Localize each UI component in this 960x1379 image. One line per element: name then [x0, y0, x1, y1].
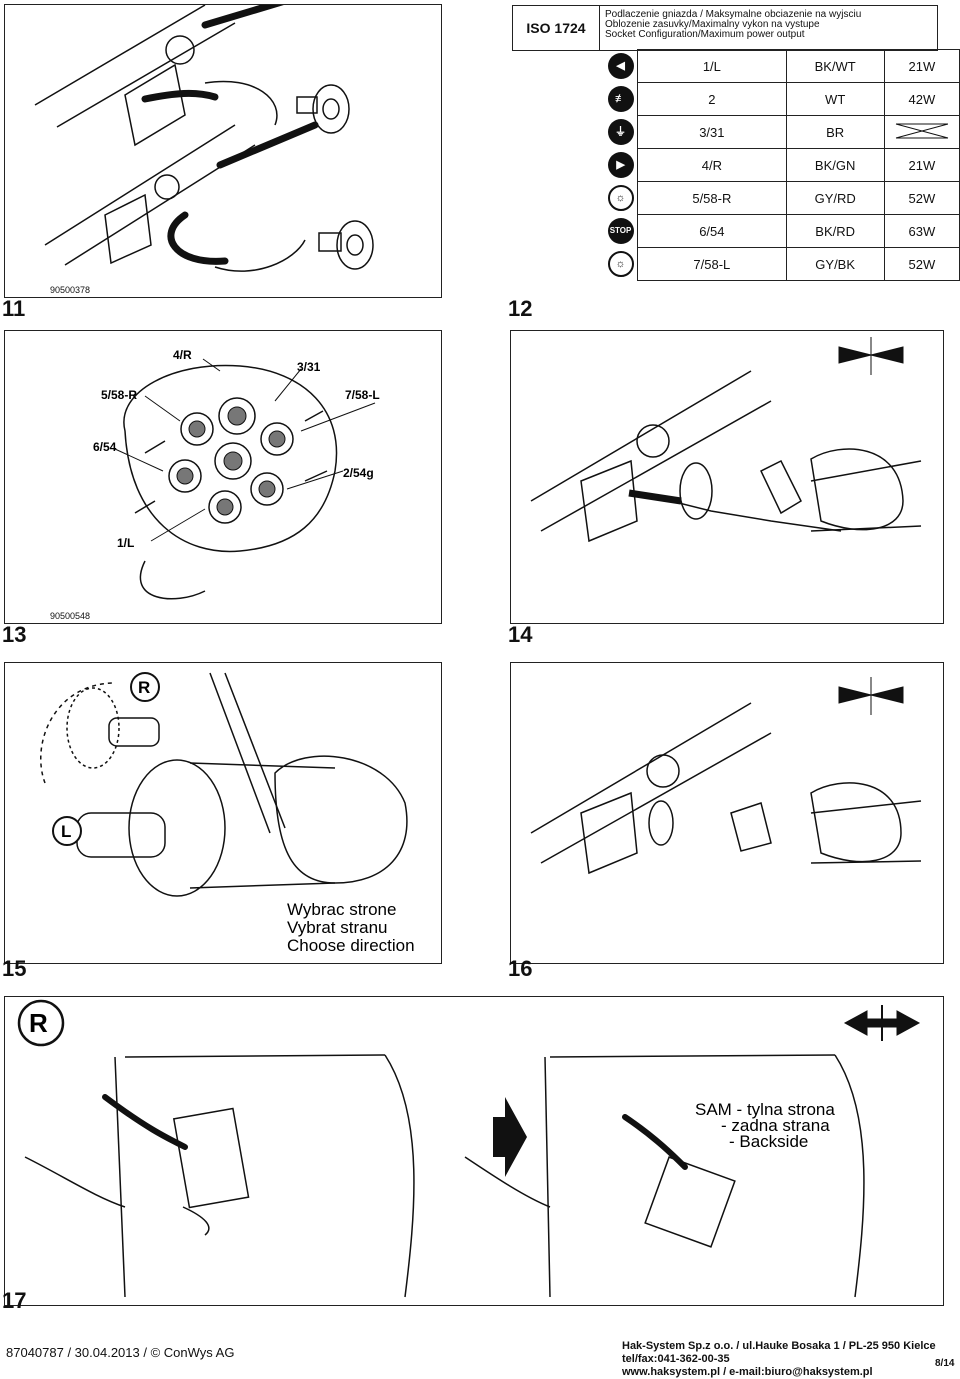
tail-light-left-icon: ☼ [607, 251, 634, 277]
step-number-16: 16 [508, 956, 533, 981]
pin-label-654: 6/54 [93, 440, 117, 454]
table-title-line: Oblozenie zasuvky/Maximalny vykon na vys… [605, 19, 820, 30]
pin-cell: 5/58-R [637, 181, 787, 215]
pin-cell: 4/R [637, 148, 787, 182]
iso-standard-label: ISO 1724 [513, 6, 600, 50]
power-cell: 52W [883, 247, 960, 281]
step-number-14: 14 [508, 622, 533, 647]
pin-label-331: 3/31 [297, 360, 321, 374]
adjust-arrows-icon [843, 1005, 921, 1041]
pin-label-758l: 7/58-L [345, 388, 380, 402]
panel-13: 4/R 3/31 5/58-R 7/58-L 6/54 2/54g 1/L [4, 330, 442, 624]
panel-14 [510, 330, 944, 624]
part-code-11: 90500378 [50, 285, 91, 295]
panel-15: R L Wybrac strone Vybrat stranu Choose d… [4, 662, 442, 964]
panel-17: R SAM - tylna strona - zadna strana - Ba… [4, 996, 944, 1306]
table-row: ◀ 1/L BK/WT 21W [604, 49, 960, 83]
part-code-13: 90500548 [50, 611, 91, 621]
company-web: www.haksystem.pl / e-mail:biuro@haksyste… [622, 1366, 873, 1378]
pin-label-1l: 1/L [117, 536, 134, 550]
power-cell: 63W [883, 214, 960, 248]
page-number: 8/14 [935, 1358, 955, 1369]
table-title-line: Podlaczenie gniazda / Maksymalne obciaze… [605, 9, 862, 20]
table-row: ⏚ 3/31 BR [604, 115, 960, 149]
pin-label-4r: 4/R [173, 348, 192, 362]
wire-color-cell: GY/BK [785, 247, 885, 281]
pin-label-254g: 2/54g [343, 466, 374, 480]
document-reference: 87040787 / 30.04.2013 / © ConWys AG [6, 1345, 235, 1360]
pin-cell: 6/54 [637, 214, 787, 248]
panel-11-illustration [34, 5, 374, 272]
wire-color-cell: BK/WT [785, 49, 885, 83]
power-cell-crossed [883, 115, 960, 149]
fog-light-icon: ≢ [607, 86, 634, 112]
step-number-15: 15 [2, 956, 27, 981]
left-turn-icon: ◀ [607, 53, 634, 79]
panel-14-illustration [530, 337, 922, 543]
table-row: ☼ 7/58-L GY/BK 52W [604, 247, 960, 281]
wire-color-cell: BR [785, 115, 885, 149]
panel-15-illustration: R L Wybrac strone Vybrat stranu Choose d… [40, 672, 415, 955]
ground-icon: ⏚ [607, 119, 634, 145]
table-row: STOP 6/54 BK/RD 63W [604, 214, 960, 248]
panel-16-illustration [530, 677, 922, 875]
pin-cell: 2 [637, 82, 787, 116]
company-address: Hak-System Sp.z o.o. / ul.Hauke Bosaka 1… [622, 1340, 936, 1352]
step-number-17: 17 [2, 1288, 27, 1313]
company-phone: tel/fax:041-362-00-35 [622, 1353, 730, 1365]
right-side-badge: R [29, 1008, 48, 1038]
next-step-arrow-icon [493, 1097, 527, 1177]
company-contact: Hak-System Sp.z o.o. / ul.Hauke Bosaka 1… [622, 1340, 936, 1379]
step-number-12: 12 [508, 296, 533, 321]
power-cell: 52W [883, 181, 960, 215]
wire-color-cell: GY/RD [785, 181, 885, 215]
table-row: ▶ 4/R BK/GN 21W [604, 148, 960, 182]
table-row: ☼ 5/58-R GY/RD 52W [604, 181, 960, 215]
right-side-badge: R [138, 678, 150, 697]
caption-line: - zadna strana [721, 1116, 830, 1135]
table-title: Podlaczenie gniazda / Maksymalne obciaze… [605, 10, 861, 40]
caption-line: SAM - tylna strona [695, 1100, 835, 1119]
press-fit-icon [838, 677, 904, 715]
table-title-line: Socket Configuration/Maximum power outpu… [605, 29, 805, 40]
right-turn-icon: ▶ [607, 152, 634, 178]
power-cell: 21W [883, 49, 960, 83]
pin-cell: 1/L [637, 49, 787, 83]
not-applicable-cross-icon [895, 123, 948, 138]
tail-light-right-icon: ☼ [607, 185, 634, 211]
caption-line: Vybrat stranu [287, 918, 387, 937]
socket-pinout-table: ◀ 1/L BK/WT 21W ≢ 2 WT 42W ⏚ 3/31 BR ▶ 4… [604, 49, 960, 281]
wire-color-cell: BK/RD [785, 214, 885, 248]
caption-line: - Backside [729, 1132, 808, 1151]
socket-pin-diagram: 4/R 3/31 5/58-R 7/58-L 6/54 2/54g 1/L [93, 348, 380, 600]
step-number-11: 11 [2, 296, 26, 321]
panel-16 [510, 662, 944, 964]
caption-line: Choose direction [287, 936, 415, 955]
pin-cell: 7/58-L [637, 247, 787, 281]
press-fit-icon [838, 337, 904, 375]
step-number-13: 13 [2, 622, 27, 647]
pin-cell: 3/31 [637, 115, 787, 149]
caption-line: Wybrac strone [287, 900, 396, 919]
power-cell: 42W [883, 82, 960, 116]
table-row: ≢ 2 WT 42W [604, 82, 960, 116]
panel-11 [4, 4, 442, 298]
wire-color-cell: WT [785, 82, 885, 116]
stop-icon: STOP [607, 218, 634, 244]
left-side-badge: L [61, 822, 71, 841]
wire-color-cell: BK/GN [785, 148, 885, 182]
iso-header: ISO 1724 Podlaczenie gniazda / Maksymaln… [512, 5, 938, 51]
pin-label-58r: 5/58-R [101, 388, 137, 402]
power-cell: 21W [883, 148, 960, 182]
panel-17-illustration: R SAM - tylna strona - zadna strana - Ba… [17, 999, 921, 1298]
